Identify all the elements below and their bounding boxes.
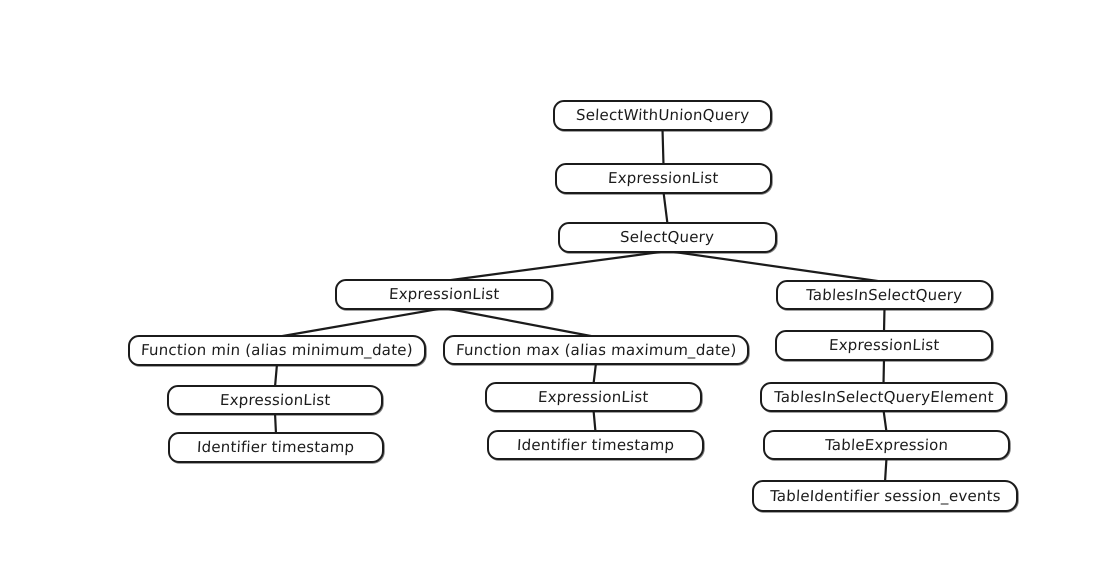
node-label: ExpressionList <box>828 336 940 354</box>
edge-select-query--expression-list-select <box>442 249 669 283</box>
node-function-max: Function max (alias maximum_date) <box>443 335 749 365</box>
node-label: SelectQuery <box>620 228 716 246</box>
node-identifier-timestamp-max: Identifier timestamp <box>487 430 704 460</box>
edge-expression-list-select--function-max <box>442 306 598 339</box>
node-select-with-union-query: SelectWithUnionQuery <box>553 100 772 131</box>
node-label: Function min (alias minimum_date) <box>140 341 414 359</box>
edge-function-max--expression-list-max <box>592 361 598 386</box>
node-expression-list-tables: ExpressionList <box>775 330 993 361</box>
node-label: TablesInSelectQueryElement <box>773 387 994 406</box>
edge-expression-list-min--identifier-timestamp-min <box>273 411 278 436</box>
node-label: SelectWithUnionQuery <box>575 106 750 124</box>
edge-expression-list-tables--tables-in-select-query-element <box>882 357 886 386</box>
node-label: TableExpression <box>824 435 949 454</box>
node-tables-in-select-query: TablesInSelectQuery <box>776 280 993 310</box>
node-tables-in-select-query-element: TablesInSelectQueryElement <box>760 382 1007 412</box>
node-table-identifier: TableIdentifier session_events <box>752 480 1018 512</box>
node-label: TablesInSelectQuery <box>805 285 964 304</box>
node-label: ExpressionList <box>219 390 331 409</box>
edge-table-expression--table-identifier <box>883 456 888 484</box>
node-function-min: Function min (alias minimum_date) <box>128 335 426 366</box>
node-expression-list-max: ExpressionList <box>485 382 702 412</box>
node-table-expression: TableExpression <box>763 430 1010 460</box>
edge-tables-in-select-query--expression-list-tables <box>882 306 886 334</box>
edge-select-query--tables-in-select-query <box>666 249 886 284</box>
edge-expression-list-select--function-min <box>275 306 446 339</box>
node-label: Identifier timestamp <box>516 435 675 454</box>
node-label: TableIdentifier session_events <box>769 486 1001 505</box>
node-label: ExpressionList <box>388 285 500 303</box>
node-expression-list-min: ExpressionList <box>167 385 383 415</box>
edge-expression-list-top--select-query <box>662 190 669 226</box>
edge-expression-list-max--identifier-timestamp-max <box>592 408 597 434</box>
edge-function-min--expression-list-min <box>273 362 279 389</box>
node-label: Identifier timestamp <box>196 438 356 456</box>
node-identifier-timestamp-min: Identifier timestamp <box>168 432 384 463</box>
node-label: ExpressionList <box>607 169 720 187</box>
node-label: ExpressionList <box>537 387 650 406</box>
node-label: Function max (alias maximum_date) <box>455 340 737 359</box>
node-select-query: SelectQuery <box>558 222 777 253</box>
node-expression-list-select: ExpressionList <box>335 279 553 310</box>
edge-tables-in-select-query-element--table-expression <box>882 408 888 434</box>
node-expression-list-top: ExpressionList <box>555 163 772 194</box>
edge-select-with-union-query--expression-list-top <box>661 127 665 167</box>
